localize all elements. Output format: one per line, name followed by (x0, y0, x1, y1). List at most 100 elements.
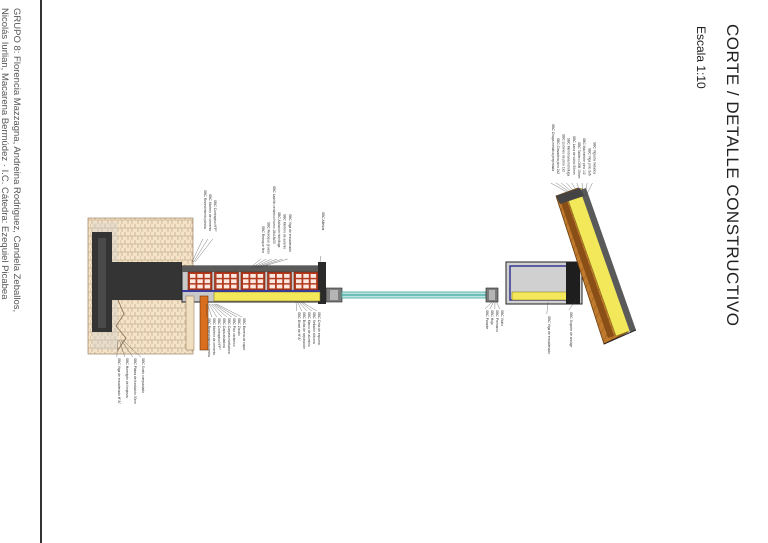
brick-hole (216, 274, 222, 278)
brick-hole (243, 279, 249, 284)
brick-hole (197, 284, 203, 289)
wall-layer-label: SBC Aislación hidrófuga (277, 212, 281, 248)
brick-hole (310, 274, 317, 278)
brick-hole (204, 274, 211, 278)
leader-line (251, 258, 267, 269)
brick-hole (250, 274, 256, 278)
stone-cladding-strip (185, 295, 195, 351)
leader-line (207, 303, 212, 318)
frame-label: SBC Hoja (490, 310, 494, 325)
leader-line (297, 301, 302, 312)
brick-hole (303, 279, 309, 284)
base-upper-label: SBC Mortero de cemento (208, 194, 212, 231)
roof-support-label: SBC Soporte de anclaje (569, 312, 573, 347)
brick-hole (223, 279, 230, 284)
insulation-strip-left (213, 291, 321, 302)
foundation-label: SBC Platea de fundación 30cm (133, 358, 137, 404)
leader-line (205, 303, 207, 318)
brick-hole (190, 279, 196, 284)
brick-hole (257, 279, 264, 284)
roof-layer-label: SBC Viga pino 3x6 (587, 148, 591, 176)
base-layer-label: SBC Carpeta niveladora (227, 318, 231, 354)
base-upper-label: SBC Contrapiso H°P° (213, 200, 217, 232)
foundation-label: SBC Hormigón de limpieza (125, 358, 129, 398)
window-frame-left (325, 287, 343, 303)
base-layer-label: SBC Revestimiento piedra (207, 318, 211, 357)
brick-hole (310, 284, 317, 289)
leader-line (116, 339, 119, 358)
leader-line (249, 258, 261, 269)
brick-hole (310, 279, 317, 284)
leader-line (571, 182, 581, 197)
leader-line (208, 303, 217, 318)
leader-line (319, 255, 321, 263)
leader-line (191, 238, 203, 263)
upper-beam (505, 261, 583, 305)
leader-line (193, 238, 208, 263)
roof-layer-label: SBC Listones de pino 1x2 (561, 134, 565, 172)
brick-hole (250, 284, 256, 289)
brick-hole (231, 274, 237, 278)
leader-line (194, 238, 213, 263)
leader-line (496, 301, 500, 310)
frame-label: SBC Premarco (495, 310, 499, 332)
brick-hole (269, 274, 275, 278)
leader-line (298, 301, 307, 312)
brick-hole (284, 284, 290, 289)
brick-hole (269, 279, 275, 284)
sloped-roof (555, 187, 637, 345)
leader-line (210, 303, 222, 318)
leader-line (576, 182, 582, 197)
brick-hole (190, 274, 196, 278)
brick-hole (250, 279, 256, 284)
brick-hole (197, 274, 203, 278)
leader-line (581, 182, 584, 197)
brick-hole (303, 274, 309, 278)
brick-hole (257, 274, 264, 278)
brick-hole (296, 279, 302, 284)
roof-layer-label: SBC Vigueta metalica (593, 142, 597, 174)
brick-hole (216, 284, 222, 289)
base-layer-label: SBC Zócalo (237, 318, 241, 336)
leader-line (484, 301, 493, 310)
steel-column (199, 295, 209, 351)
leader-line (300, 301, 312, 312)
lintel-label: SBC Sellador silicona (312, 312, 316, 344)
leader-line (213, 303, 232, 318)
foundation-block (87, 217, 194, 355)
base-layer-label: SBC Capa aisladora (222, 318, 226, 348)
base-layer-label: SBC Contrapiso H°P° (217, 318, 221, 350)
brick-hole (296, 284, 302, 289)
brick-hole (276, 279, 283, 284)
leader-line (555, 182, 576, 197)
brick-hole (296, 274, 302, 278)
leader-line (252, 258, 272, 269)
leader-line (546, 301, 549, 315)
leader-line (122, 339, 141, 358)
brick-hole (257, 284, 264, 289)
roof-layer-label: SBC Membrana hidrofuga (567, 138, 571, 176)
frame-label: SBC Vidrio (500, 310, 504, 326)
frame-label: SBC Parante (485, 310, 489, 329)
leader-line (295, 301, 297, 312)
leader-line (585, 182, 593, 197)
wall-layer-label: SBC Revoque fino (261, 226, 265, 253)
beam-label: SBC Viga de encadenado (547, 316, 551, 354)
lintel-label: SBC Cinta de espuma (317, 312, 321, 345)
brick-hole (243, 284, 249, 289)
membrane-left (182, 290, 320, 292)
brick-row (187, 271, 319, 291)
leader-line (257, 258, 288, 269)
roof-layer-label: SBC Lana de vidrio 50mm (572, 136, 576, 175)
brick-hole (223, 284, 230, 289)
window-frame-right (485, 287, 499, 303)
alfeizar-label: SBC Alfeizar (321, 212, 325, 231)
leader-line (584, 182, 588, 197)
leader-line (120, 339, 133, 358)
foundation-label: SBC Suelo compactado (141, 358, 145, 393)
leader-line (255, 258, 283, 269)
leader-line (211, 303, 227, 318)
